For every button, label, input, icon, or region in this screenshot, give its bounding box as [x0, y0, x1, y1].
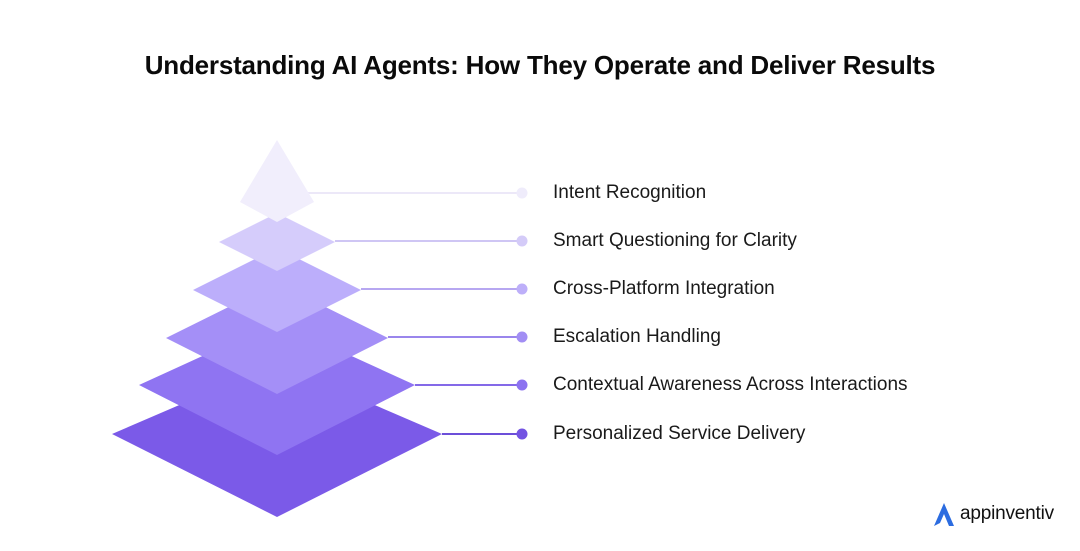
connector-dot-6 [516, 428, 528, 440]
pyramid-layers [112, 140, 442, 517]
layer-label-5: Contextual Awareness Across Interactions [553, 374, 908, 395]
layer-label-1: Intent Recognition [553, 182, 707, 203]
connector-lines [307, 192, 522, 435]
layer-label-6: Personalized Service Delivery [553, 423, 806, 444]
connector-dots [516, 187, 528, 440]
appinventiv-logo-icon [934, 503, 954, 526]
layer-label-4: Escalation Handling [553, 326, 721, 347]
page-title: Understanding AI Agents: How They Operat… [144, 50, 936, 80]
brand-logo: appinventiv [931, 500, 1054, 528]
connector-dot-5 [516, 379, 528, 391]
brand-name: appinventiv [960, 503, 1054, 524]
connector-dot-3 [516, 283, 528, 295]
layer-label-3: Cross-Platform Integration [553, 278, 775, 299]
layer-label-2: Smart Questioning for Clarity [553, 230, 797, 251]
connector-dot-2 [516, 235, 528, 247]
connector-dot-4 [516, 331, 528, 343]
connector-dot-1 [516, 187, 528, 199]
pyramid-layer-1 [240, 140, 314, 222]
pyramid-layer-2 [219, 213, 335, 271]
pyramid-layer-3 [193, 248, 361, 332]
pyramid-layer-4 [166, 283, 388, 394]
